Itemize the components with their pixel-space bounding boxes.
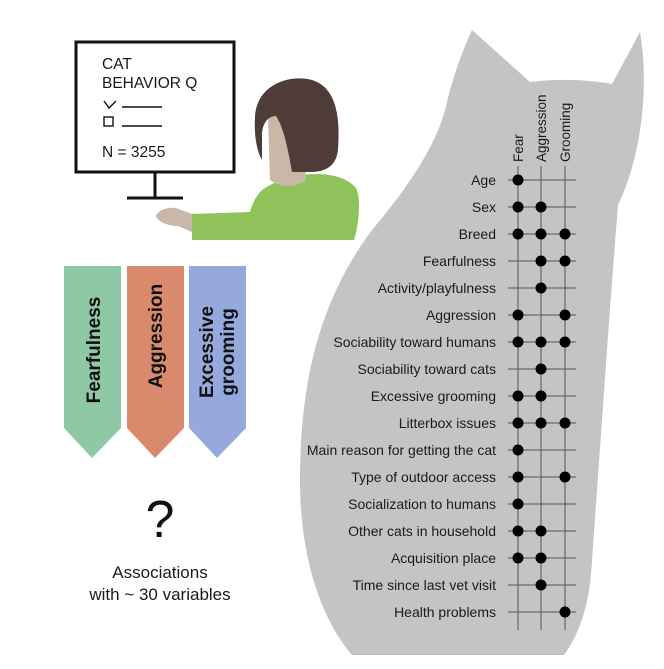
person-hair: [254, 78, 339, 172]
column-header-grooming: Grooming: [558, 103, 573, 162]
pennant-grooming: [189, 266, 246, 458]
association-dot: [535, 579, 547, 591]
association-dot: [535, 201, 547, 213]
row-label: Other cats in household: [348, 523, 496, 539]
row-label: Sex: [472, 199, 496, 215]
row-label: Acquisition place: [391, 550, 496, 566]
question-mark: ?: [145, 491, 175, 549]
row-label: Time since last vet visit: [353, 577, 497, 593]
association-dot: [535, 228, 547, 240]
association-dot: [535, 552, 547, 564]
association-dot: [512, 390, 524, 402]
row-label: Aggression: [426, 307, 496, 323]
association-dot: [535, 417, 547, 429]
row-label: Litterbox issues: [399, 415, 496, 431]
check-icon: [103, 100, 117, 110]
association-dot: [512, 471, 524, 483]
pennant-aggression-label: Aggression: [146, 284, 167, 389]
association-dot: [535, 282, 547, 294]
association-dot: [512, 201, 524, 213]
association-dot: [559, 471, 571, 483]
row-label: Activity/playfulness: [378, 280, 496, 296]
person-hand: [156, 207, 192, 232]
association-dot: [535, 336, 547, 348]
row-label: Age: [471, 172, 496, 188]
association-dot: [512, 498, 524, 510]
outcome-excessive-grooming: Excessive grooming: [189, 266, 246, 458]
association-dot: [559, 255, 571, 267]
row-label: Excessive grooming: [371, 388, 496, 404]
association-dot: [535, 525, 547, 537]
association-dot: [535, 363, 547, 375]
associations-line2: with ~ 30 variables: [89, 585, 231, 604]
outcome-aggression: Aggression: [127, 266, 184, 458]
row-label: Fearfulness: [423, 253, 496, 269]
row-label: Breed: [459, 226, 496, 242]
association-dot: [512, 444, 524, 456]
sample-size: N = 3255: [102, 144, 165, 161]
column-header-fear: Fear: [511, 134, 526, 162]
association-dot: [512, 336, 524, 348]
association-dot: [559, 336, 571, 348]
cat-silhouette: [300, 30, 644, 655]
questionnaire-title-line2: BEHAVIOR Q: [102, 75, 197, 92]
row-label: Sociability toward cats: [357, 361, 496, 377]
person-shirt: [192, 173, 360, 240]
association-dot: [512, 309, 524, 321]
association-dot: [559, 417, 571, 429]
row-label: Main reason for getting the cat: [307, 442, 496, 458]
row-label: Health problems: [394, 604, 496, 620]
row-label: Socialization to humans: [348, 496, 496, 512]
association-dot: [559, 228, 571, 240]
association-dot: [512, 174, 524, 186]
pennant-fearfulness-label: Fearfulness: [84, 297, 105, 404]
pennant-aggression: [127, 266, 184, 458]
pennant-grooming-label-line1: Excessive: [197, 306, 218, 398]
association-dot: [512, 525, 524, 537]
association-dot: [559, 309, 571, 321]
association-dot: [559, 606, 571, 618]
association-dot: [535, 255, 547, 267]
checkbox-icon: [103, 116, 114, 127]
questionnaire-title-line1: CAT: [102, 56, 132, 73]
association-dot: [512, 228, 524, 240]
pennant-fearfulness: [64, 266, 121, 458]
association-dot: [535, 390, 547, 402]
pennant-grooming-label-line2: grooming: [218, 308, 239, 396]
row-label: Sociability toward humans: [333, 334, 496, 350]
row-label: Type of outdoor access: [351, 469, 496, 485]
association-dot: [512, 552, 524, 564]
questionnaire-monitor: CAT BEHAVIOR Q N = 3255: [74, 40, 236, 200]
column-header-aggression: Aggression: [534, 94, 549, 162]
person-illustration: [156, 78, 360, 240]
association-dot: [512, 417, 524, 429]
outcome-fearfulness: Fearfulness: [64, 266, 121, 458]
associations-line1: Associations: [112, 563, 208, 582]
